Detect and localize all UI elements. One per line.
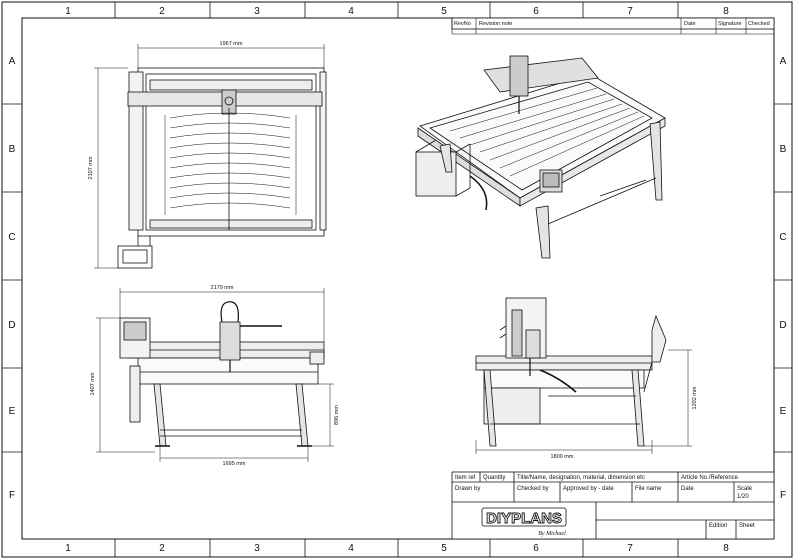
side-view-dimensions — [475, 349, 692, 454]
row-label-right-d: D — [779, 320, 786, 331]
rev-header-date: Date — [684, 21, 696, 27]
front-view-height-dim: 1407 mm — [90, 372, 96, 395]
row-label-c: C — [8, 232, 15, 243]
row-label-right-e: E — [780, 406, 787, 417]
col-label-bottom-4: 4 — [348, 543, 354, 554]
rev-header-revno: RevNo — [454, 21, 471, 27]
row-label-right-f: F — [780, 490, 786, 501]
top-view-height-dim: 2107 mm — [88, 156, 94, 179]
col-label-bottom-3: 3 — [254, 543, 260, 554]
rev-header-checked: Checked — [748, 21, 770, 27]
tb-file-name: File name — [635, 486, 662, 492]
col-label-bottom-2: 2 — [159, 543, 165, 554]
logo-tagline: By Michael — [538, 531, 566, 537]
front-view — [119, 301, 325, 447]
tb-quantity: Quantity — [483, 475, 505, 481]
col-label-5: 5 — [441, 6, 447, 17]
rev-header-signature: Signature — [718, 21, 742, 27]
top-view — [117, 67, 327, 269]
side-view-width-dim: 1800 mm — [551, 454, 574, 460]
col-label-bottom-5: 5 — [441, 543, 447, 554]
row-label-b: B — [9, 144, 16, 155]
tb-approved-by: Approved by - date — [563, 486, 614, 492]
rev-header-note: Revision note — [479, 21, 512, 27]
front-view-dimensions — [96, 288, 334, 462]
top-view-dimensions — [94, 44, 325, 269]
title-block — [451, 471, 775, 540]
col-label-8: 8 — [723, 6, 729, 17]
col-label-7: 7 — [627, 6, 633, 17]
isometric-view — [415, 55, 666, 259]
side-view-height-dim: 1202 mm — [692, 386, 698, 409]
row-label-right-c: C — [779, 232, 786, 243]
front-view-foot-dim: 1695 mm — [223, 461, 246, 467]
tb-scale-value: 1/20 — [737, 494, 749, 500]
row-label-right-a: A — [780, 56, 787, 67]
tb-checked-by: Checked by — [517, 486, 549, 492]
col-label-bottom-1: 1 — [65, 543, 71, 554]
tb-sheet: Sheet — [739, 523, 755, 529]
logo-text: DIYPLANS — [486, 510, 562, 527]
revision-table: RevNo Revision note Date Signature Check… — [451, 17, 775, 35]
col-label-6: 6 — [533, 6, 539, 17]
tb-scale: Scale — [737, 486, 753, 492]
col-label-bottom-8: 8 — [723, 543, 729, 554]
col-label-4: 4 — [348, 6, 354, 17]
front-view-table-height-dim: 896 mm — [334, 405, 340, 425]
tb-item-ref: Item ref — [455, 475, 476, 481]
col-label-bottom-6: 6 — [533, 543, 539, 554]
tb-article-no: Article No./Reference — [681, 475, 739, 481]
col-label-3: 3 — [254, 6, 260, 17]
tb-drawn-by: Drawn by — [455, 486, 480, 492]
col-label-bottom-7: 7 — [627, 543, 633, 554]
row-label-f: F — [9, 490, 15, 501]
side-view — [475, 297, 667, 447]
row-label-e: E — [9, 406, 16, 417]
tb-date: Date — [681, 486, 694, 492]
tb-edition: Edition — [709, 523, 727, 529]
col-label-1: 1 — [65, 6, 71, 17]
row-label-d: D — [8, 320, 15, 331]
diyplans-logo: DIYPLANS By Michael — [481, 507, 567, 537]
col-label-2: 2 — [159, 6, 165, 17]
tb-title-name: Title/Name, designation, material, dimen… — [517, 475, 645, 481]
row-label-right-b: B — [780, 144, 787, 155]
top-view-width-dim: 1967 mm — [220, 41, 243, 47]
front-view-width-dim: 2179 mm — [211, 285, 234, 291]
row-label-a: A — [9, 56, 16, 67]
